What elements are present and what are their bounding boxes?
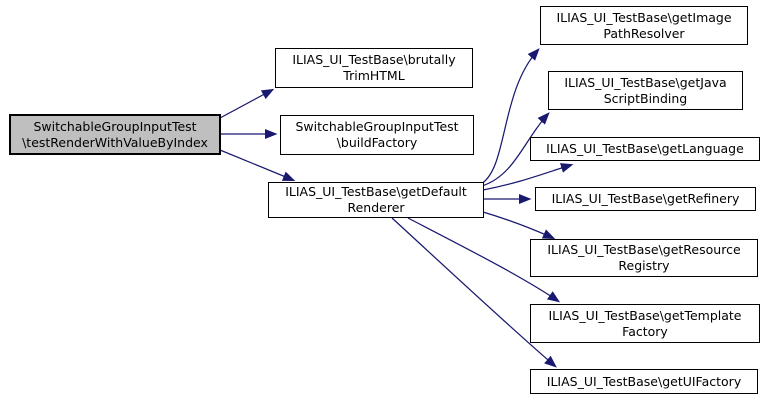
edge-getDefaultRenderer-getJavaScriptBinding: [481, 112, 550, 187]
node-getLanguage[interactable]: ILIAS_UI_TestBase\getLanguage: [530, 137, 760, 161]
edge-getDefaultRenderer-getLanguage: [482, 163, 574, 191]
edge-getDefaultRenderer-getImagePathResolver: [480, 48, 540, 185]
node-getJavaScriptBinding[interactable]: ILIAS_UI_TestBase\getJava ScriptBinding: [548, 71, 743, 110]
node-getRefinery[interactable]: ILIAS_UI_TestBase\getRefinery: [535, 187, 756, 211]
node-getDefaultRenderer[interactable]: ILIAS_UI_TestBase\getDefault Renderer: [268, 182, 484, 218]
node-getImagePathResolver[interactable]: ILIAS_UI_TestBase\getImage PathResolver: [540, 6, 748, 45]
node-brutallyTrimHTML[interactable]: ILIAS_UI_TestBase\brutally TrimHTML: [275, 48, 473, 88]
edge-getDefaultRenderer-getUIFactory: [391, 217, 557, 368]
node-getTemplateFactory[interactable]: ILIAS_UI_TestBase\getTemplate Factory: [530, 304, 760, 343]
edge-testRenderWithValueByIndex-getDefaultRenderer: [219, 149, 296, 181]
edge-getDefaultRenderer-getResourceRegistry: [482, 211, 556, 240]
node-getUIFactory[interactable]: ILIAS_UI_TestBase\getUIFactory: [530, 369, 758, 394]
edge-getDefaultRenderer-getTemplateFactory: [407, 217, 561, 303]
edge-testRenderWithValueByIndex-brutallyTrimHTML: [219, 88, 275, 119]
node-getResourceRegistry[interactable]: ILIAS_UI_TestBase\getResource Registry: [530, 239, 758, 277]
node-testRenderWithValueByIndex: SwitchableGroupInputTest \testRenderWith…: [9, 114, 221, 155]
node-buildFactory[interactable]: SwitchableGroupInputTest \buildFactory: [280, 115, 474, 155]
